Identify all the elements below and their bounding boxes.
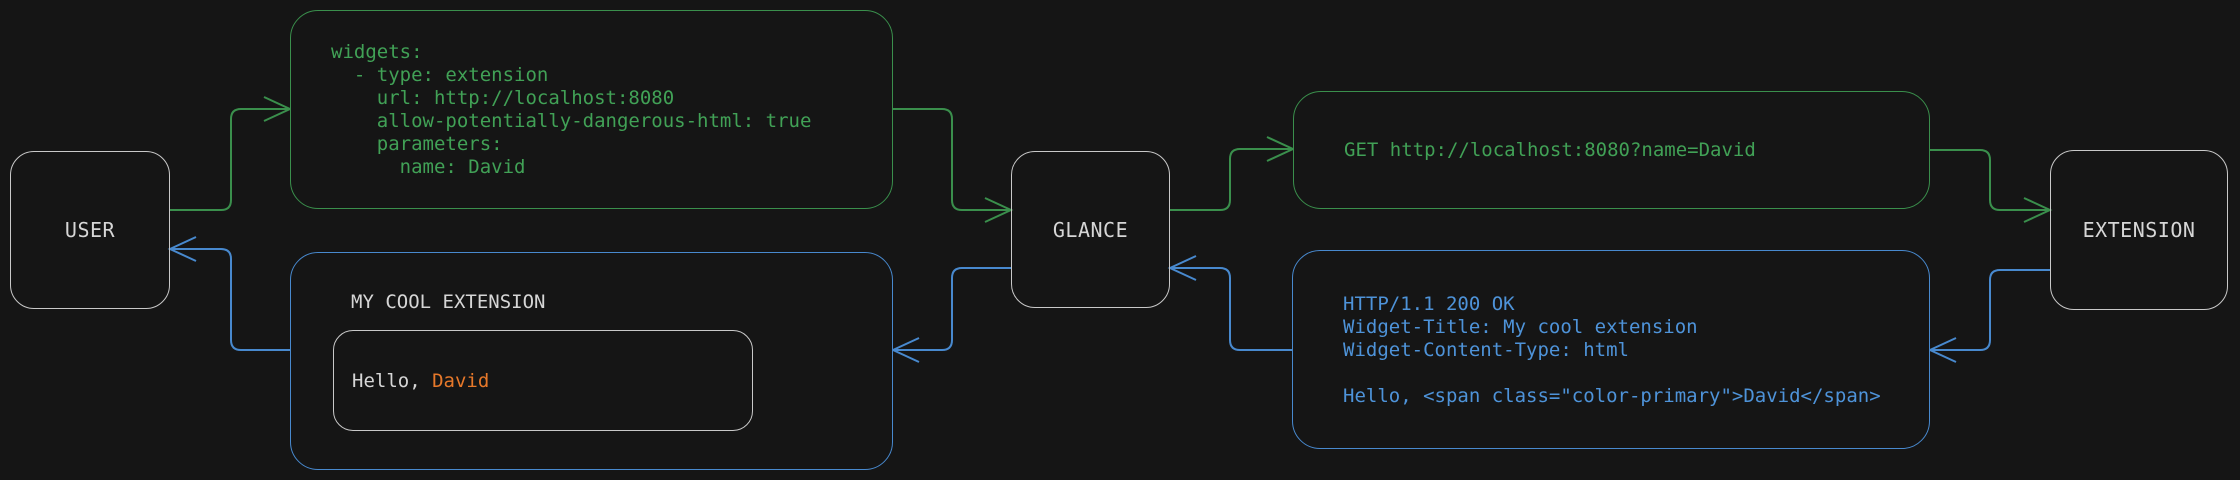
greeting-prefix: Hello, [352, 369, 433, 392]
yaml-config-code: widgets: - type: extension url: http://l… [331, 41, 812, 178]
arrow-glance-to-widget [890, 267, 1011, 363]
yaml-config-panel: widgets: - type: extension url: http://l… [290, 10, 893, 209]
extension-node: EXTENSION [2050, 150, 2228, 310]
arrow-glance-to-request [1170, 136, 1296, 211]
http-request-code: GET http://localhost:8080?name=David [1344, 138, 1756, 161]
greeting-name: David [432, 369, 490, 392]
widget-greeting: Hello, David [334, 370, 489, 392]
arrow-config-to-glance [893, 108, 1014, 223]
rendered-widget-panel: MY COOL EXTENSION Hello, David [290, 252, 893, 470]
arrow-extension-to-response [1927, 269, 2050, 363]
arrow-request-to-extension [1930, 149, 2053, 223]
user-node-label: USER [64, 218, 116, 242]
glance-node-label: GLANCE [1052, 217, 1129, 242]
http-response-code: HTTP/1.1 200 OK Widget-Title: My cool ex… [1343, 293, 1881, 407]
arrow-response-to-glance [1167, 255, 1292, 351]
http-response-panel: HTTP/1.1 200 OK Widget-Title: My cool ex… [1292, 250, 1930, 449]
widget-title: MY COOL EXTENSION [351, 291, 546, 313]
glance-node: GLANCE [1011, 151, 1170, 308]
extension-node-label: EXTENSION [2082, 218, 2196, 242]
arrow-user-to-config [170, 96, 293, 211]
widget-content-box: Hello, David [333, 330, 753, 431]
user-node: USER [10, 151, 170, 309]
arrow-widget-to-user [167, 236, 290, 351]
http-request-panel: GET http://localhost:8080?name=David [1293, 91, 1930, 209]
